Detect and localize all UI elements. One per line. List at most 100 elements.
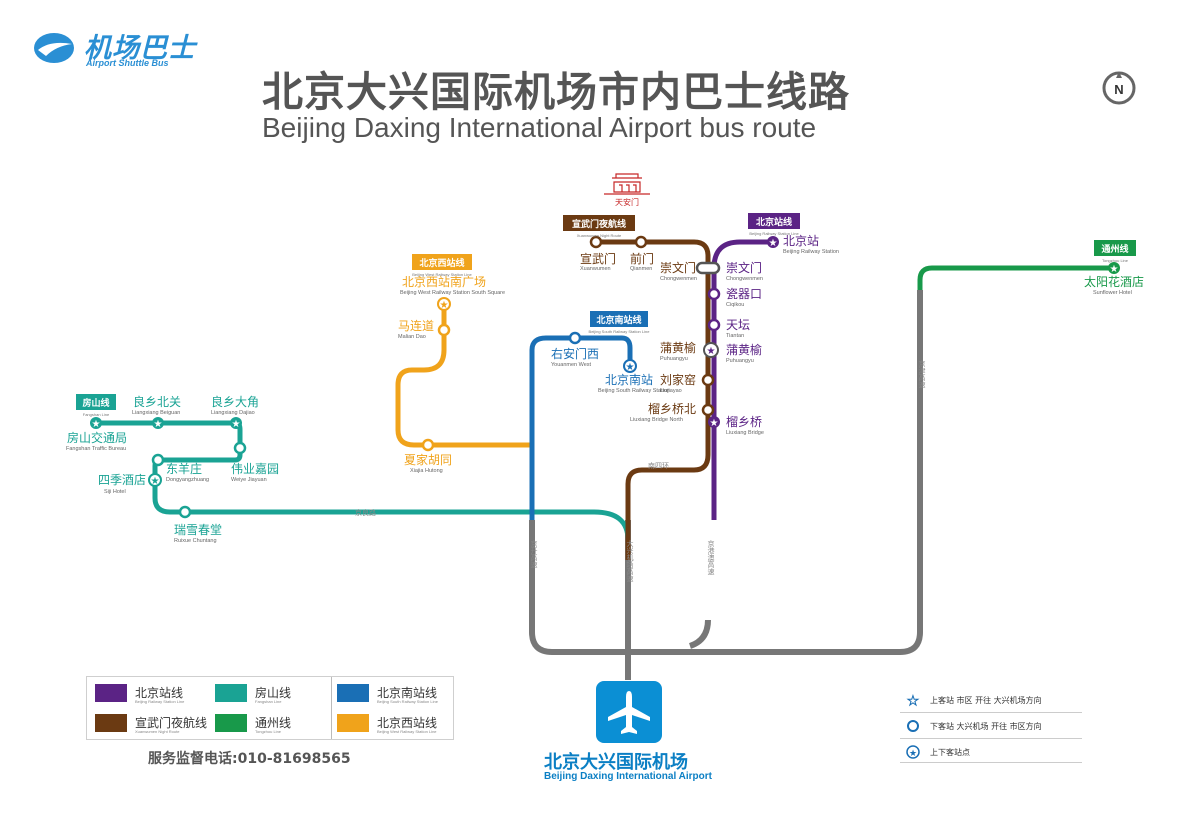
road-label-tongzhou: 京津高速	[918, 359, 926, 389]
station-marker-ruixue[interactable]	[178, 505, 192, 519]
station-marker-liangxiangdajiao[interactable]: ★	[230, 417, 242, 430]
legend-label: 宣武门夜航线	[135, 716, 208, 730]
station-name-liujiayao: 刘家窑	[660, 372, 696, 387]
circle-icon	[907, 720, 919, 732]
station-name-taiyanghua: 太阳花酒店	[1084, 274, 1144, 289]
svg-text:★: ★	[1110, 264, 1119, 275]
svg-text:★: ★	[440, 300, 449, 311]
badge-xuanwumen	[563, 215, 635, 231]
legend-swatch	[95, 684, 127, 702]
badge-text-xuanwumen: 宣武门夜航线	[572, 218, 626, 230]
legend-item-beijing-south: 北京南站线 Beijing South Railway Station Line	[337, 682, 447, 704]
station-marker-beijingzhan[interactable]: ★	[767, 236, 779, 249]
page-subtitle: Beijing Daxing International Airport bus…	[262, 112, 817, 143]
station-en-liuxiangqiao: Liuxiang Bridge	[726, 430, 764, 436]
symbol-key-divider	[900, 712, 1082, 713]
station-marker-liuxiangqiao-north[interactable]	[701, 403, 715, 417]
legend-item-fangshan: 房山线 Fangshan Line	[215, 682, 325, 704]
road-label-fangshan: 京良路	[355, 508, 376, 517]
station-en-ciqikou: Ciqikou	[726, 302, 744, 308]
symbol-key-text: 下客站 大兴机场 开往 市区方向	[930, 722, 1042, 731]
station-name-puhuangyu-e: 蒲黄榆	[726, 342, 762, 357]
station-en-qianmen: Qianmen	[630, 266, 652, 272]
station-marker-taiyanghua[interactable]: ★	[1108, 262, 1120, 275]
airport-name: 北京大兴国际机场	[544, 752, 688, 773]
legend-swatch	[337, 684, 369, 702]
svg-text:★: ★	[909, 749, 917, 759]
symbol-key-text: 上客站 市区 开往 大兴机场方向	[930, 696, 1042, 705]
landmark-label: 天安门	[615, 197, 639, 207]
badge-text-beijing-station: 北京站线	[756, 216, 792, 228]
station-marker-tiantan[interactable]	[707, 318, 721, 332]
star-icon: ★	[907, 694, 920, 708]
station-en-liujiayao: Liujiayao	[660, 388, 682, 394]
symbol-key-row: 下客站 大兴机场 开往 市区方向	[900, 716, 1082, 736]
station-en-taiyanghua: Sunflower Hotel	[1093, 290, 1132, 296]
station-en-beijingzhan: Beijing Railway Station	[783, 249, 839, 255]
symbol-key-divider	[900, 738, 1082, 739]
road-label-nansihuan: 南四环	[648, 461, 669, 470]
badge-sub-beijing-west: Beijing West Railway Station Line	[412, 272, 472, 277]
station-name-liuxiangqiao: 榴乡桥	[726, 415, 762, 429]
station-name-qianmen: 前门	[630, 251, 654, 266]
badge-fangshan	[76, 394, 116, 410]
station-en-chongwenmen-w: Chongwenmen	[660, 276, 697, 282]
station-marker-xiajia[interactable]	[421, 438, 435, 452]
svg-text:★: ★	[92, 419, 101, 430]
tongzhou-line	[917, 265, 1114, 290]
station-en-weiye: Weiye Jiayuan	[231, 477, 267, 483]
badge-sub-fangshan: Fangshan Line	[83, 412, 110, 417]
station-name-beijingxi: 北京西站南广场	[402, 274, 486, 289]
badge-text-tongzhou: 通州线	[1101, 243, 1128, 255]
station-marker-dongyangzhuang[interactable]	[151, 453, 165, 467]
brand-logo-icon	[34, 33, 74, 63]
station-marker-puhuangyu[interactable]: ★	[703, 342, 719, 358]
station-marker-liuxiangqiao[interactable]: ★	[708, 416, 720, 429]
station-name-ruixue: 瑞雪春堂	[174, 523, 222, 537]
station-name-liangxiangbeiguan: 良乡北关	[133, 394, 181, 409]
legend-label: 北京南站线	[377, 686, 438, 700]
station-marker-chongwenmen[interactable]	[695, 261, 721, 275]
station-name-liuxiangqiao-n: 榴乡桥北	[648, 402, 696, 416]
station-marker-beijingnan[interactable]: ★	[623, 359, 637, 373]
station-name-chongwenmen-w: 崇文门	[660, 260, 696, 275]
legend-label-en: Xuanwumen Night Route	[135, 729, 180, 734]
station-marker-ciqikou[interactable]	[707, 287, 721, 301]
station-marker-beijingxi[interactable]: ★	[437, 297, 451, 311]
station-marker-youanmenxi[interactable]	[568, 331, 582, 345]
legend-swatch	[215, 714, 247, 732]
station-marker-xuanwumen[interactable]	[589, 235, 603, 249]
road-label-jinkai: 京开高速	[530, 539, 538, 569]
station-marker-liangxiangbeiguan[interactable]: ★	[152, 417, 164, 430]
station-marker-fangshanjiaotong[interactable]: ★	[90, 417, 102, 430]
station-name-tiantan: 天坛	[726, 318, 750, 332]
station-name-dongyangzhuang: 东羊庄	[166, 461, 202, 476]
symbol-key-row: ★ 上客站 市区 开往 大兴机场方向	[900, 690, 1082, 710]
svg-text:★: ★	[707, 346, 716, 357]
station-name-xuanwumen: 宣武门	[580, 251, 616, 266]
line-legend: 北京站线 Beijing Railway Station Line 房山线 Fa…	[86, 676, 454, 740]
beijing-west-line	[395, 304, 532, 448]
station-marker-qianmen[interactable]	[634, 235, 648, 249]
badge-text-beijing-west: 北京西站线	[419, 257, 464, 269]
station-en-puhuangyu-e: Puhuangyu	[726, 358, 754, 364]
station-en-xuanwumen: Xuanwumen	[580, 266, 611, 272]
svg-text:★: ★	[154, 419, 163, 430]
station-en-tiantan: Tiantan	[726, 333, 744, 339]
page-title: 北京大兴国际机场市内巴士线路	[262, 68, 850, 116]
svg-text:N: N	[1114, 82, 1123, 97]
station-en-youanmenxi: Youanmen West	[551, 362, 592, 368]
station-name-malian: 马连道	[398, 318, 434, 333]
station-marker-malian[interactable]	[437, 323, 451, 337]
station-en-beijingxi: Beijing West Railway Station South Squar…	[400, 290, 505, 296]
svg-text:★: ★	[769, 238, 778, 249]
trunk-route-west	[688, 619, 711, 649]
station-marker-weiye[interactable]	[233, 441, 247, 455]
station-marker-liujiayao[interactable]	[701, 373, 715, 387]
badge-tongzhou	[1094, 240, 1136, 256]
station-en-xiajia: Xiajia Hutong	[410, 468, 443, 474]
symbol-key-text: 上下客站点	[930, 748, 970, 757]
station-en-dongyangzhuang: Dongyangzhuang	[166, 477, 209, 483]
station-en-beijingnan: Beijing South Railway Station	[598, 388, 670, 394]
station-marker-siji[interactable]: ★	[148, 473, 162, 487]
